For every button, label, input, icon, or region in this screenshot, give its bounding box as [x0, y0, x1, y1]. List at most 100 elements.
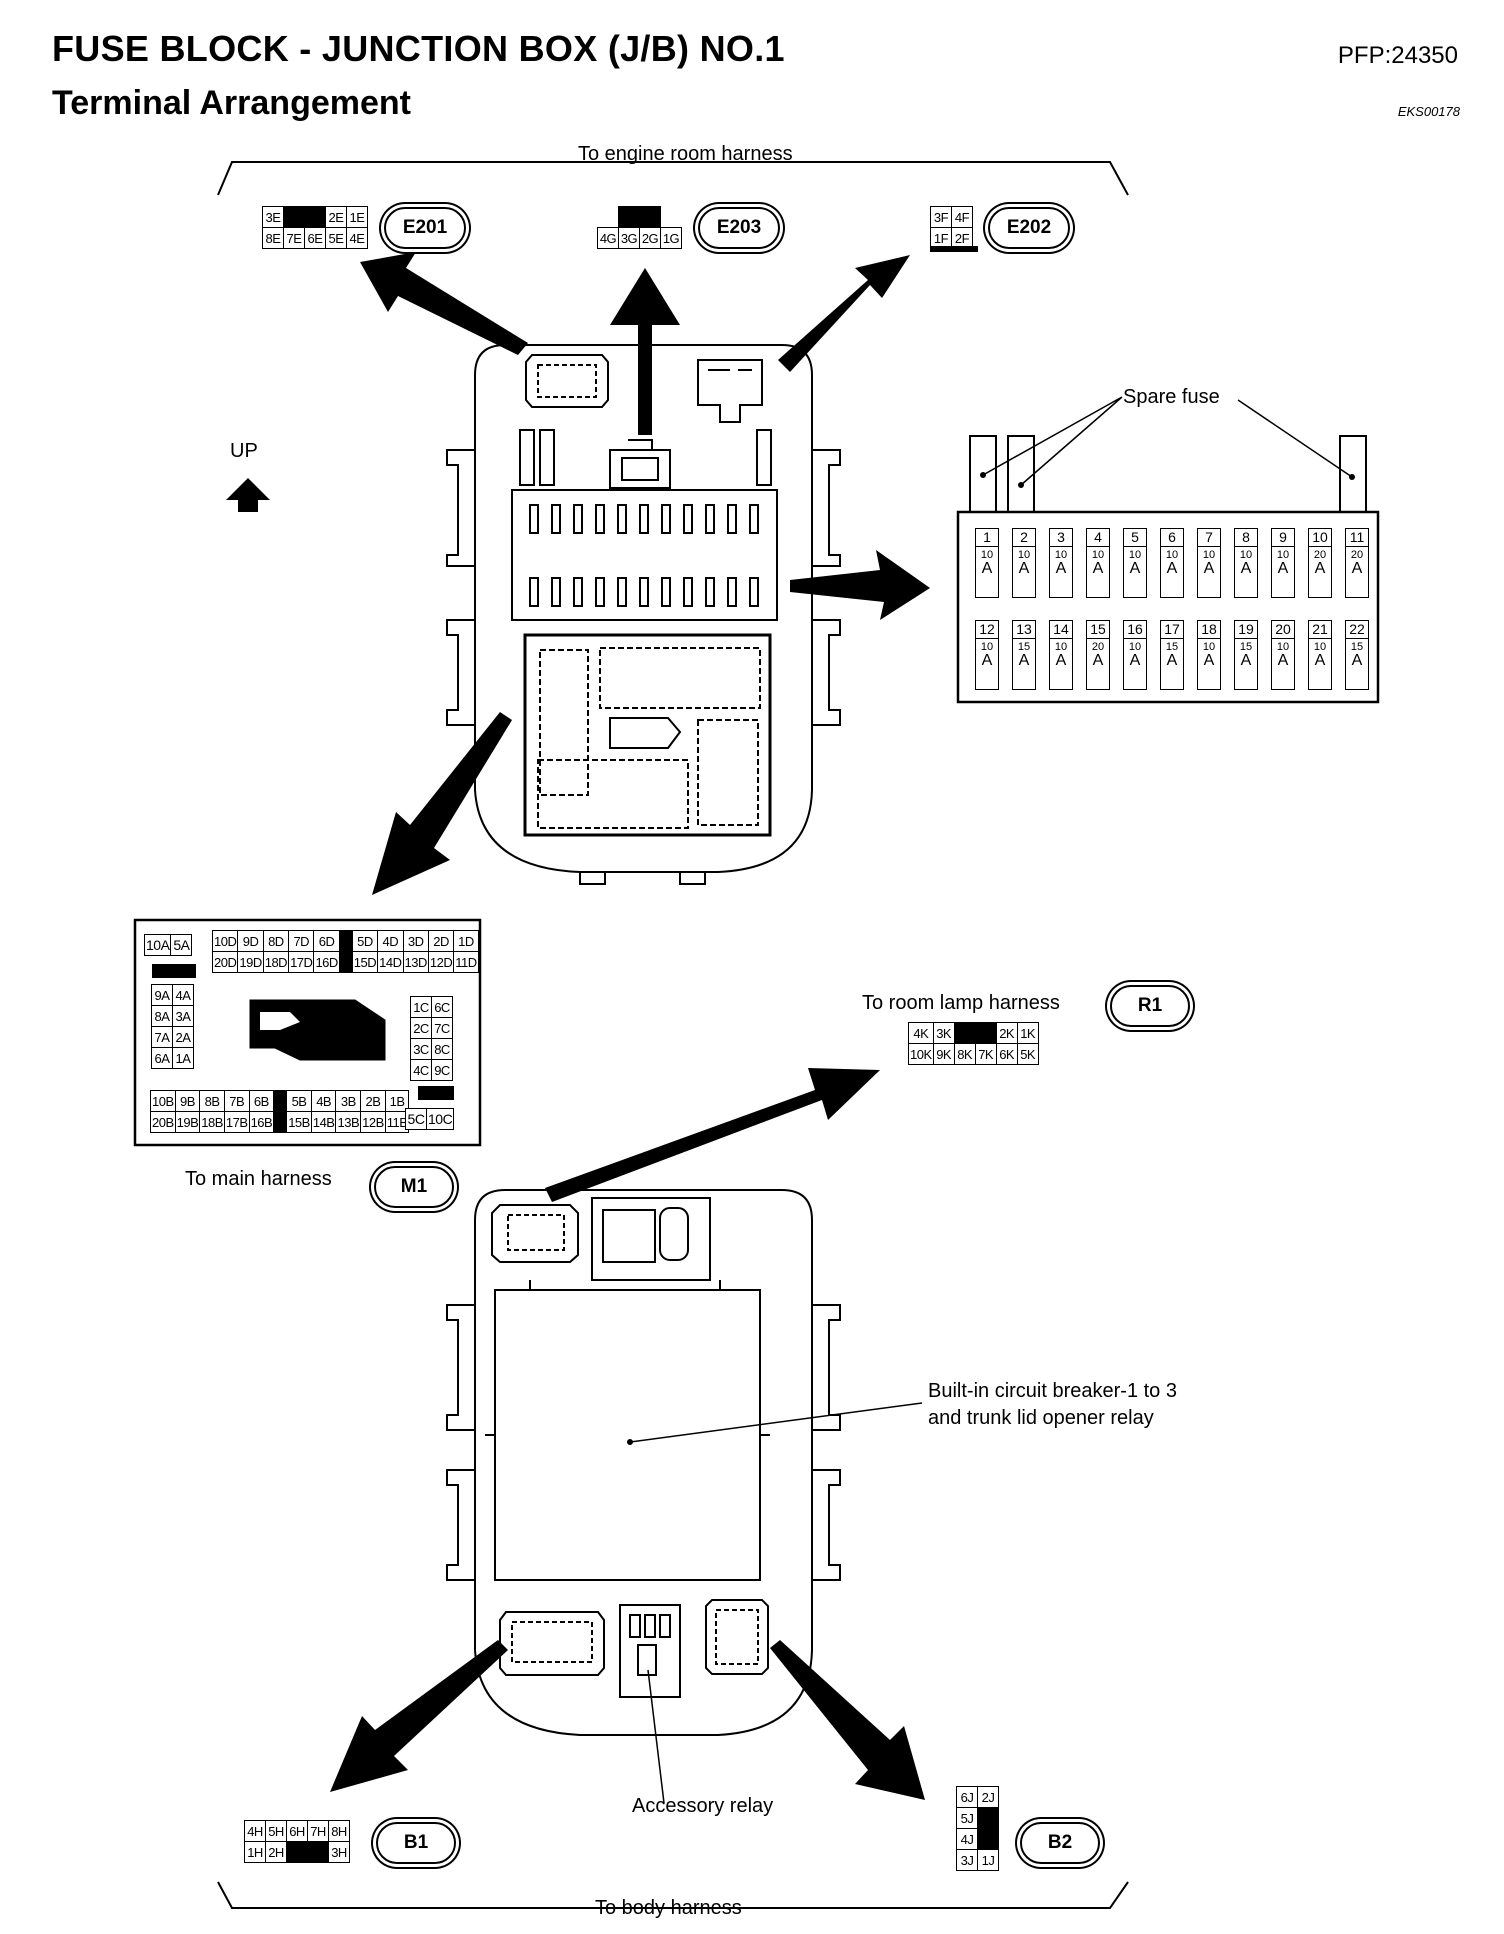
- fuse-number: 11: [1346, 529, 1368, 547]
- terminal: 6J: [956, 1786, 978, 1808]
- e202-key-bar: [930, 246, 978, 252]
- fuse-unit: A: [1055, 652, 1067, 670]
- fuse-unit: A: [981, 560, 993, 578]
- terminal: 7C: [431, 1017, 453, 1039]
- e202-terminals: 3F 4F 1F 2F: [930, 206, 973, 249]
- fuse-rating: 10: [1313, 640, 1327, 653]
- m1-left-key: [152, 964, 196, 978]
- doc-code: EKS00178: [1397, 104, 1460, 119]
- room-lamp-harness-label: To room lamp harness: [862, 992, 1060, 1014]
- terminal: 19D: [237, 951, 264, 973]
- fuse-unit: A: [1092, 560, 1104, 578]
- terminal: 3F: [930, 206, 952, 228]
- terminal: 2E: [325, 206, 347, 228]
- terminal: 8K: [953, 1043, 976, 1065]
- terminal: 9B: [174, 1090, 201, 1112]
- terminal: 18B: [199, 1111, 225, 1133]
- fuse-rating: 10: [1128, 640, 1142, 653]
- fuse-number: 22: [1346, 621, 1368, 639]
- terminal: 6A: [151, 1047, 173, 1069]
- terminal: 1C: [410, 996, 432, 1018]
- fuse-number: 7: [1198, 529, 1220, 547]
- lower-junction-box: [446, 1189, 841, 1736]
- terminal: 5K: [1016, 1043, 1039, 1065]
- arrow-b2: [770, 1640, 925, 1800]
- fuse-number: 5: [1124, 529, 1146, 547]
- terminal: 8E: [262, 227, 284, 249]
- m1-terminals-a: 10A 5A: [143, 934, 193, 956]
- terminal: 5B: [286, 1090, 312, 1112]
- terminal: 3D: [402, 930, 429, 952]
- arrow-b1: [330, 1640, 508, 1792]
- breaker-label-line1: Built-in circuit breaker-1 to 3: [928, 1380, 1177, 1402]
- fuse-number: 4: [1087, 529, 1109, 547]
- terminal: 3J: [956, 1849, 978, 1871]
- terminal: 7H: [307, 1820, 329, 1842]
- terminal: 13D: [402, 951, 429, 973]
- terminal: 12B: [360, 1111, 386, 1133]
- fuse-rating: 10: [1276, 548, 1290, 561]
- terminal: 1G: [660, 227, 682, 249]
- fuse-rating: 10: [1128, 548, 1142, 561]
- fuse-rating: 15: [1239, 640, 1253, 653]
- fuse-rating: 20: [1313, 548, 1327, 561]
- fuse-number: 18: [1198, 621, 1220, 639]
- fuse-unit: A: [1240, 560, 1252, 578]
- terminal: 9A: [151, 984, 173, 1006]
- page-title: FUSE BLOCK - JUNCTION BOX (J/B) NO.1: [52, 28, 785, 69]
- terminal: 4J: [956, 1828, 978, 1850]
- terminal: 13B: [335, 1111, 362, 1133]
- terminal-key: [283, 206, 326, 228]
- fuse-rating: 15: [1017, 640, 1031, 653]
- terminal: 6C: [431, 996, 453, 1018]
- m1-frame: [133, 918, 482, 1147]
- fuse-number: 16: [1124, 621, 1146, 639]
- fuse-unit: A: [1277, 652, 1289, 670]
- terminal: 3G: [618, 227, 640, 249]
- terminal: 10D: [211, 930, 239, 952]
- fuse-number: 19: [1235, 621, 1257, 639]
- m1-right-key: [418, 1086, 454, 1100]
- terminal: 7B: [223, 1090, 250, 1112]
- engine-room-harness-label: To engine room harness: [578, 143, 793, 165]
- fuse-unit: A: [1240, 652, 1252, 670]
- terminal: 4K: [908, 1022, 934, 1044]
- body-harness-label: To body harness: [595, 1897, 742, 1919]
- page-subtitle: Terminal Arrangement: [52, 84, 411, 122]
- fuse-rating: 10: [1202, 548, 1216, 561]
- terminal: 16D: [313, 951, 340, 973]
- fuse-rating: 10: [1091, 548, 1105, 561]
- fuse-rating: 10: [1165, 548, 1179, 561]
- terminal: 5D: [351, 930, 379, 952]
- fuse-rating: 10: [980, 640, 994, 653]
- terminal: 8D: [262, 930, 290, 952]
- terminal: 3E: [262, 206, 284, 228]
- m1-terminals-b: 10B 9B 8B 7B 6B 5B 4B 3B 2B 1B 20B 19B 1…: [150, 1090, 410, 1133]
- fuse-unit: A: [1055, 560, 1067, 578]
- accessory-relay-leader: [647, 1669, 665, 1804]
- connector-badge-e203: E203: [698, 207, 780, 249]
- terminal: 10A: [143, 934, 172, 956]
- fuse-number: 9: [1272, 529, 1294, 547]
- body-harness-bracket: [217, 1881, 1129, 1909]
- fuse-unit: A: [1092, 652, 1104, 670]
- fuse-rating: 10: [1239, 548, 1253, 561]
- fuse-panel-slots: [529, 504, 759, 607]
- up-arrow-icon: [226, 478, 270, 512]
- fuse-rating: 10: [1202, 640, 1216, 653]
- terminal: 10K: [908, 1043, 934, 1065]
- terminal: 7A: [151, 1026, 173, 1048]
- arrows: [226, 252, 930, 1800]
- fuse-unit: A: [1203, 560, 1215, 578]
